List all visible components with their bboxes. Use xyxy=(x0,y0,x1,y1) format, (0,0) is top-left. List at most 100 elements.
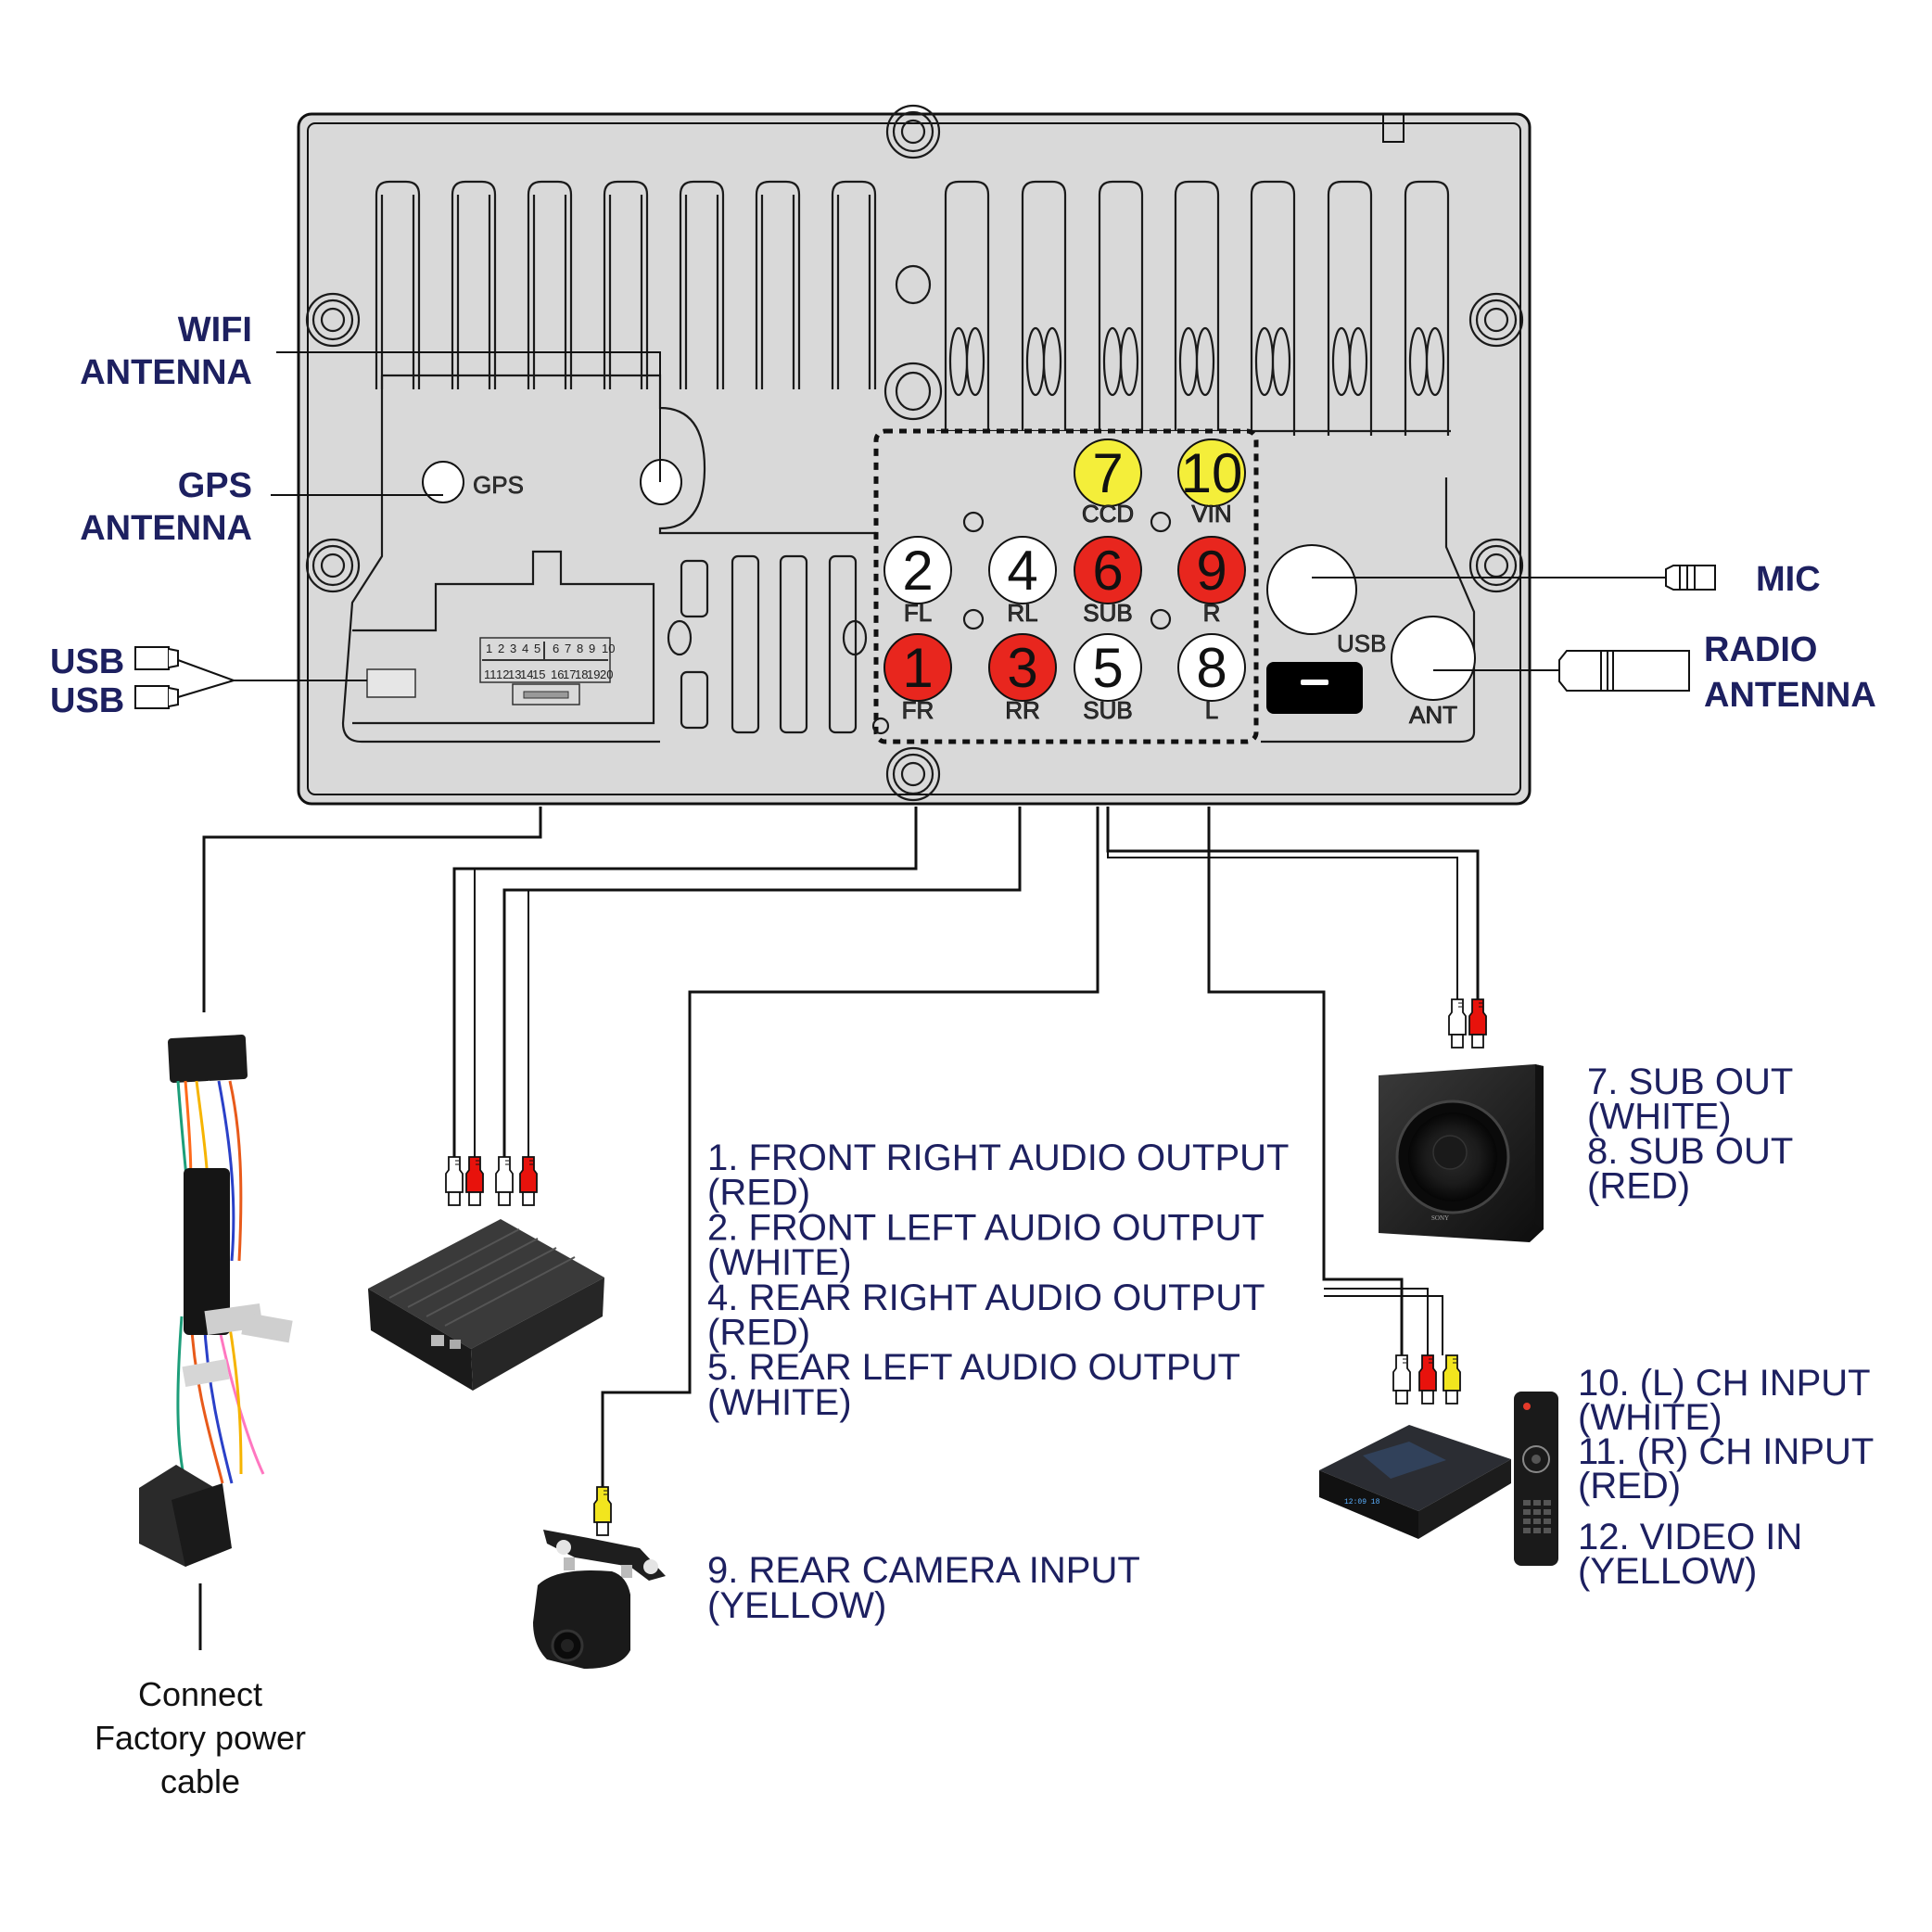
fin xyxy=(1021,180,1067,436)
rca-plug-icon xyxy=(593,1486,612,1536)
pin-number: 5 xyxy=(534,642,540,655)
note-line: 12. VIDEO IN xyxy=(1578,1517,1802,1557)
mic-plug-icon xyxy=(1665,565,1716,591)
usb-plug-icon xyxy=(134,685,179,709)
port-caption: RR xyxy=(1005,696,1040,724)
note-line: (RED) xyxy=(1578,1466,1681,1506)
pin-number: 14 xyxy=(520,667,533,681)
audio-output-notes: 1. FRONT RIGHT AUDIO OUTPUT(RED)2. FRONT… xyxy=(707,1138,1289,1423)
rear-camera-image xyxy=(533,1530,666,1669)
rca-port-8[interactable]: 8L xyxy=(1177,633,1246,724)
port-caption: FR xyxy=(902,696,934,724)
fin xyxy=(1327,180,1373,436)
wifi-label-line1: WIFI xyxy=(178,311,252,350)
note-line: (RED) xyxy=(1587,1166,1690,1207)
usb-port-label: USB xyxy=(1337,629,1386,657)
fin xyxy=(1404,180,1450,436)
sub-out-notes: 7. SUB OUT(WHITE)8. SUB OUT(RED) xyxy=(1587,1061,1793,1207)
note-line: (YELLOW) xyxy=(1578,1551,1757,1592)
pin-number: 2 xyxy=(498,642,504,655)
pin-number: 19 xyxy=(587,667,600,681)
rca-plug-icon xyxy=(445,1156,464,1206)
fin xyxy=(527,180,573,389)
camera-notes: 9. REAR CAMERA INPUT(YELLOW) xyxy=(707,1550,1140,1626)
subwoofer-image: SONY xyxy=(1379,1064,1544,1242)
port-number: 5 xyxy=(1092,637,1123,699)
note-line: 10. (L) CH INPUT xyxy=(1578,1363,1871,1404)
pin-number: 10 xyxy=(602,642,615,655)
pin-number: 17 xyxy=(563,667,576,681)
port-caption: SUB xyxy=(1083,599,1132,627)
wifi-antenna-callout: WIFI ANTENNA xyxy=(80,311,661,482)
port-caption: FL xyxy=(904,599,932,627)
pin-number: 9 xyxy=(589,642,595,655)
note-line: (WHITE) xyxy=(1578,1397,1722,1438)
port-caption: RL xyxy=(1007,599,1037,627)
fin xyxy=(1250,180,1296,436)
fin xyxy=(603,180,649,389)
pin-number: 1 xyxy=(486,642,492,655)
pin-number: 15 xyxy=(532,667,545,681)
port-number: 7 xyxy=(1092,442,1123,504)
pin-number: 11 xyxy=(484,667,497,681)
remote-control-image xyxy=(1514,1392,1558,1566)
rca-port-3[interactable]: 3RR xyxy=(988,633,1057,724)
note-line: cable xyxy=(160,1762,240,1800)
note-line: (WHITE) xyxy=(707,1242,852,1283)
usb-plug-icon xyxy=(134,646,179,670)
port-number: 10 xyxy=(1181,442,1243,504)
note-line: 8. SUB OUT xyxy=(1587,1131,1793,1172)
note-line: 2. FRONT LEFT AUDIO OUTPUT xyxy=(707,1207,1265,1248)
wiring-harness-image xyxy=(139,1035,293,1567)
port-number: 6 xyxy=(1092,540,1123,602)
gps-antenna-callout: GPS ANTENNA xyxy=(80,466,443,548)
port-number: 4 xyxy=(1007,540,1037,602)
fin xyxy=(944,180,990,436)
pin-number: 3 xyxy=(510,642,516,655)
fin xyxy=(1098,180,1144,436)
port-number: 3 xyxy=(1007,637,1037,699)
port-number: 1 xyxy=(902,637,933,699)
mic-callout: MIC xyxy=(1312,560,1821,599)
svg-text:12:09 18: 12:09 18 xyxy=(1344,1498,1380,1506)
av-input-notes: 10. (L) CH INPUT(WHITE)11. (R) CH INPUT(… xyxy=(1578,1363,1874,1592)
rca-port-2[interactable]: 2FL xyxy=(883,536,952,627)
note-line: 7. SUB OUT xyxy=(1587,1061,1793,1102)
connection-wires xyxy=(198,807,1480,1650)
fin xyxy=(679,180,725,389)
note-line: (WHITE) xyxy=(1587,1097,1732,1138)
usb-port[interactable] xyxy=(1266,662,1363,714)
note-line: 5. REAR LEFT AUDIO OUTPUT xyxy=(707,1347,1240,1388)
gps-antenna-port[interactable]: GPS xyxy=(422,461,524,503)
note-line: 4. REAR RIGHT AUDIO OUTPUT xyxy=(707,1277,1265,1318)
rca-port-1[interactable]: 1FR xyxy=(883,633,952,724)
subwoofer-brand: SONY xyxy=(1431,1214,1449,1222)
mic-port[interactable] xyxy=(1266,544,1357,635)
pin-number: 13 xyxy=(508,667,521,681)
radio-antenna-port[interactable]: ANT xyxy=(1391,616,1476,729)
port-caption: CCD xyxy=(1082,500,1134,527)
gps-port-label: GPS xyxy=(473,471,524,499)
pin-number: 7 xyxy=(565,642,571,655)
rca-port-4[interactable]: 4RL xyxy=(988,536,1057,627)
fin xyxy=(451,180,497,389)
rca-plug-icon xyxy=(519,1156,538,1206)
port-number: 2 xyxy=(902,540,933,602)
rca-plug-icon xyxy=(495,1156,514,1206)
rca-plugs xyxy=(445,998,1487,1536)
android-tv-box-image: 12:09 18 xyxy=(1319,1425,1511,1539)
heatsink-fins-right xyxy=(936,180,1451,436)
note-line: (RED) xyxy=(707,1173,810,1214)
radio-label-line2: ANTENNA xyxy=(1704,676,1876,715)
amplifier-image xyxy=(368,1219,604,1391)
usb-header-connector[interactable] xyxy=(366,668,416,698)
mic-label: MIC xyxy=(1756,560,1821,599)
rca-port-9[interactable]: 9R xyxy=(1177,536,1246,627)
